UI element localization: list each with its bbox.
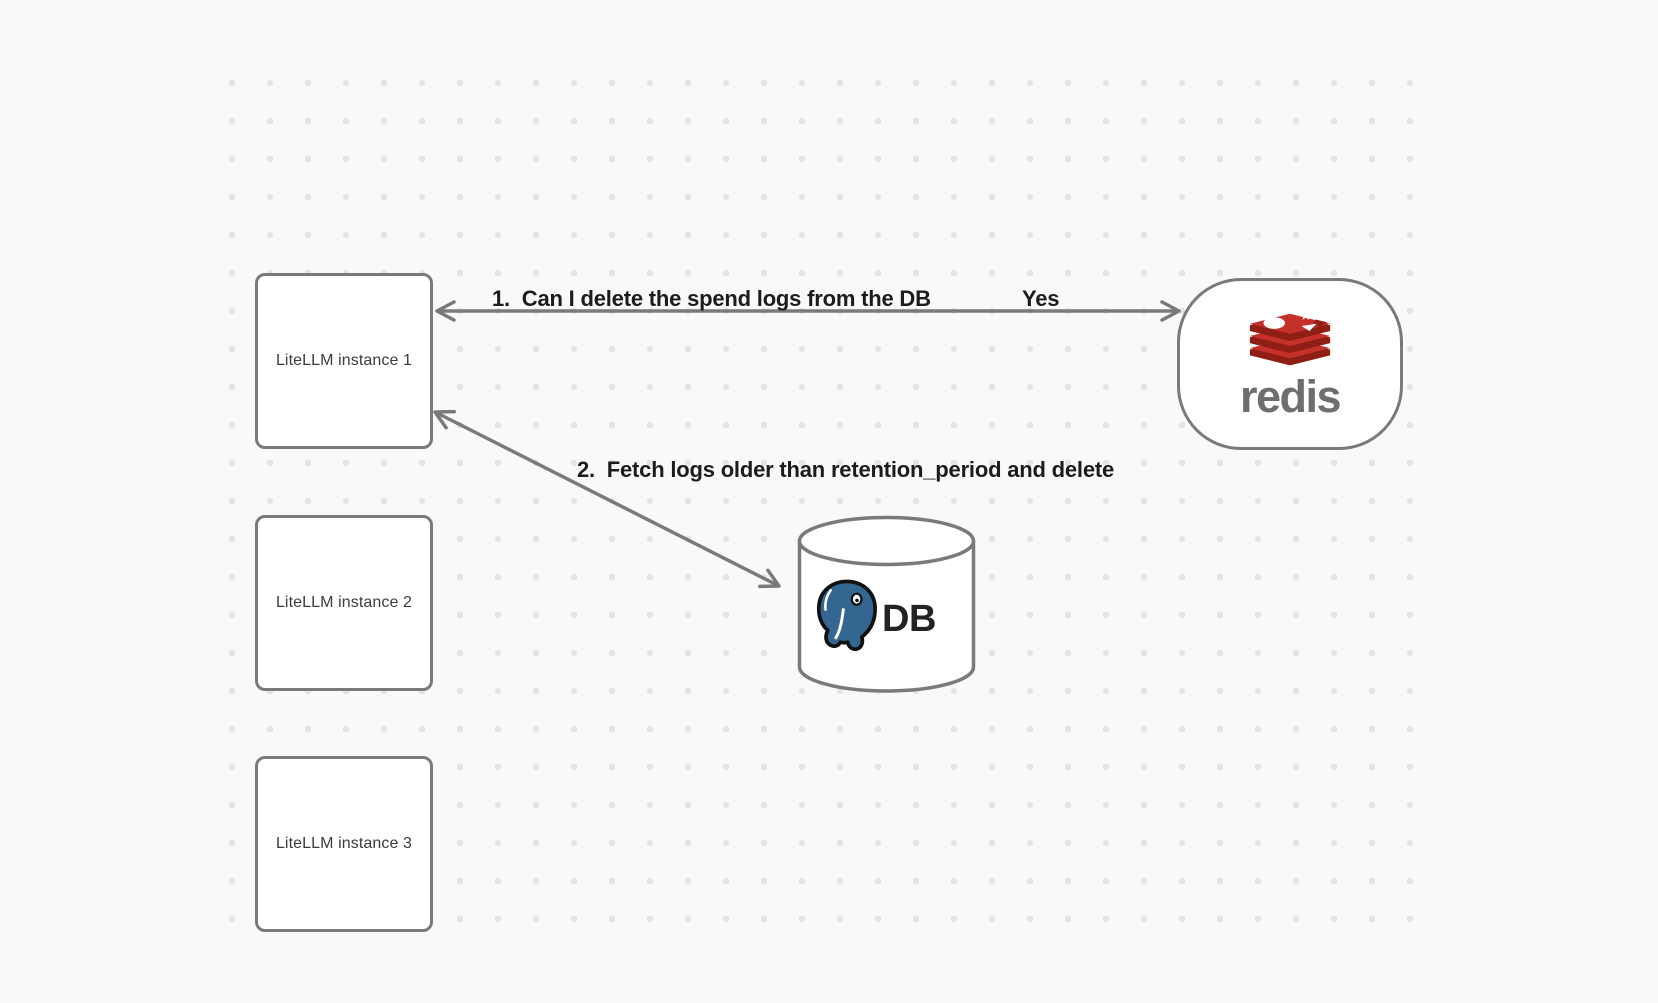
- database-cylinder-shape: [797, 515, 976, 693]
- node-litellm-instance-2-label: LiteLLM instance 2: [275, 594, 413, 611]
- redis-logo-icon: [1249, 309, 1331, 366]
- db-node-label: DB: [882, 598, 936, 640]
- node-redis: redis: [1177, 278, 1403, 450]
- node-litellm-instance-1: LiteLLM instance 1: [255, 273, 433, 449]
- arrow-fetch-and-delete: [433, 409, 781, 589]
- arrow-1-label: 1. Can I delete the spend logs from the …: [492, 286, 931, 311]
- arrow-1-response-label: Yes: [1022, 286, 1060, 311]
- node-litellm-instance-2: LiteLLM instance 2: [255, 515, 433, 691]
- node-litellm-instance-1-label: LiteLLM instance 1: [275, 352, 413, 369]
- redis-wordmark: redis: [1239, 371, 1342, 422]
- arrow-2-label: 2. Fetch logs older than retention_perio…: [577, 457, 1115, 482]
- node-litellm-instance-3-label: LiteLLM instance 3: [275, 835, 413, 852]
- node-litellm-instance-3: LiteLLM instance 3: [255, 756, 433, 932]
- postgresql-logo-icon: [816, 579, 877, 652]
